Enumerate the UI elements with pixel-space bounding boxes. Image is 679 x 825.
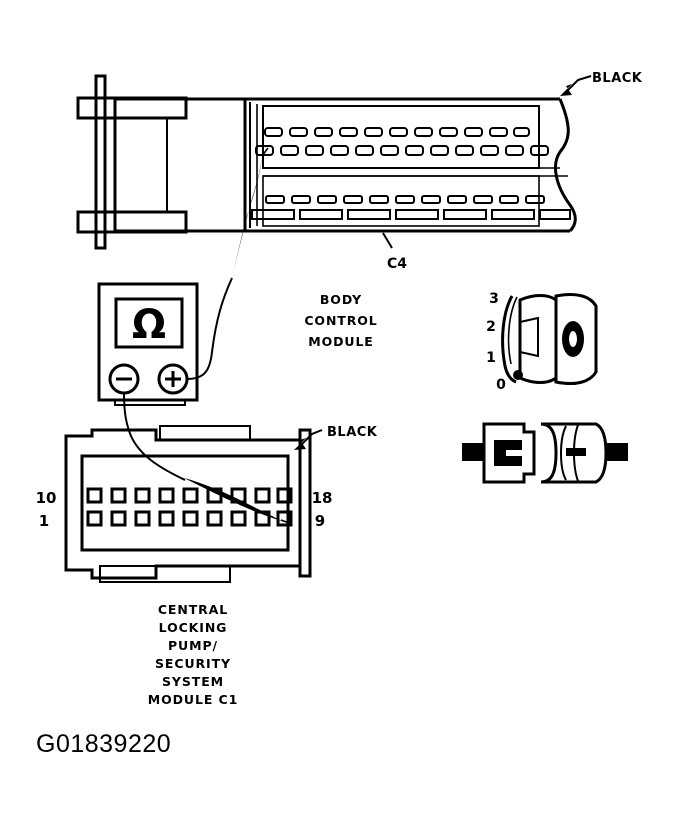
clp-caption-line-3: PUMP/ <box>168 638 218 653</box>
bcm-pin-row-upper-bottom <box>255 145 549 156</box>
inline-connector-male <box>482 422 536 484</box>
bcm-title-line-1: BODY <box>320 292 362 307</box>
meter-ohm-symbol: Ω <box>132 302 166 348</box>
clp-caption-line-1: CENTRAL <box>158 602 228 617</box>
clp-pin-label-top-left: 10 <box>36 489 57 507</box>
inline-connector-pair[interactable] <box>462 422 628 484</box>
bcm-mount-bracket <box>76 74 188 250</box>
clp-caption-line-6: MODULE C1 <box>148 692 238 707</box>
bcm-pin-row-upper-top <box>264 127 530 137</box>
clp-black-label: BLACK <box>327 425 378 440</box>
clp-caption-line-5: SYSTEM <box>162 674 224 689</box>
ignition-lock-face <box>554 292 598 386</box>
bcm-connector[interactable] <box>76 74 592 250</box>
multimeter[interactable] <box>97 282 199 406</box>
ignition-position-0: 0 <box>496 377 506 393</box>
bcm-pin-row-lower-small <box>265 195 545 204</box>
clp-caption-line-2: LOCKING <box>159 620 228 635</box>
clp-connector[interactable] <box>64 425 323 583</box>
figure-id-label: G01839220 <box>36 730 171 758</box>
ignition-position-2: 2 <box>486 319 496 335</box>
clp-black-callout <box>294 429 323 450</box>
bcm-c4-callout <box>382 232 393 249</box>
clp-top-tab <box>159 425 251 441</box>
ignition-position-1: 1 <box>486 350 496 366</box>
bcm-body-shell <box>113 97 247 233</box>
bcm-title-line-2: CONTROL <box>304 313 377 328</box>
inline-connector-fork <box>494 440 522 466</box>
negative-test-lead-wire <box>123 392 186 481</box>
clp-outer-shell <box>64 428 312 580</box>
clp-pin-label-top-right: 18 <box>312 489 333 507</box>
clp-pin-label-bottom-left: 1 <box>39 512 49 530</box>
bcm-c4-label: C4 <box>387 256 407 272</box>
clp-bottom-tab <box>99 565 231 583</box>
bcm-black-label: BLACK <box>592 71 643 86</box>
positive-test-lead-wire <box>186 277 233 380</box>
inline-wire-stub-left <box>462 443 484 461</box>
clp-pin-label-bottom-right: 9 <box>315 512 325 530</box>
inline-wire-stub-right <box>606 443 628 461</box>
bcm-title-line-3: MODULE <box>308 334 374 349</box>
positive-probe-tip <box>231 154 263 280</box>
clp-pin-row-bottom <box>86 510 293 527</box>
ignition-position-arc <box>501 295 517 384</box>
inline-connector-female <box>540 422 608 484</box>
ignition-switch[interactable] <box>501 292 598 386</box>
bcm-right-edge <box>554 98 577 233</box>
ignition-position-3: 3 <box>489 291 499 307</box>
bcm-pin-row-lower-wide <box>251 209 571 220</box>
bcm-black-callout <box>560 75 592 96</box>
clp-caption-line-4: SECURITY <box>155 656 231 671</box>
clp-pin-row-top <box>86 487 293 504</box>
